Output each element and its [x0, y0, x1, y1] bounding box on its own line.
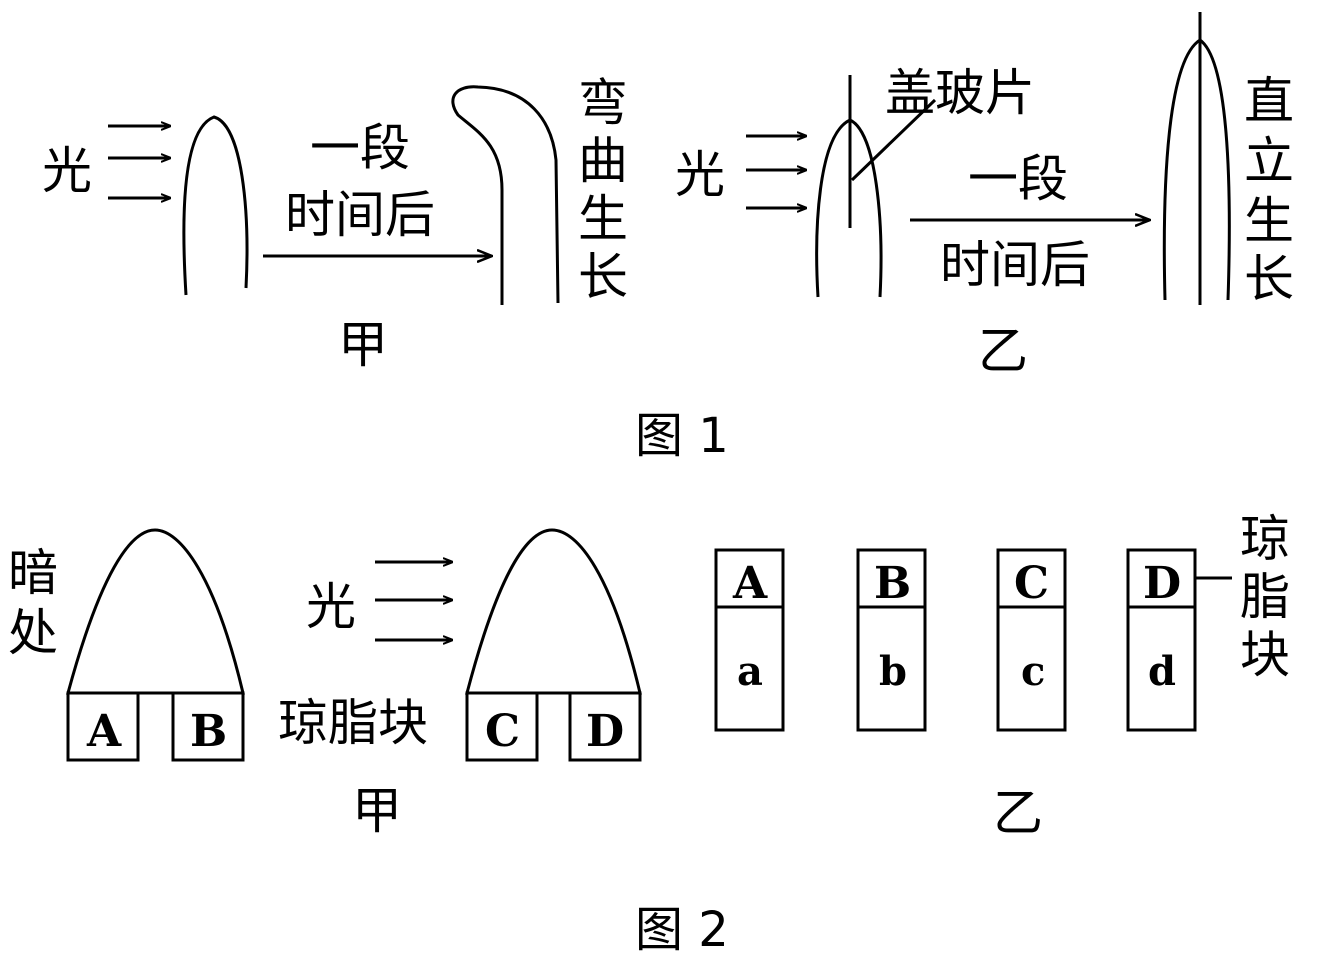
- fig1-yi-light-arrows: [746, 136, 806, 208]
- fig2-jia-block-c-label: C: [485, 706, 520, 757]
- fig1-caption: 图 1: [635, 408, 729, 464]
- fig2-jia-block-b: [171, 691, 245, 762]
- fig2-jia-block-b-label: B: [190, 706, 227, 757]
- fig2-jia-agar-label: 琼脂块: [278, 694, 428, 752]
- fig2-jia-dark-label-1: 暗: [8, 544, 58, 602]
- fig2-yi-top-a: A: [732, 558, 768, 609]
- fig2-yi-top-c: C: [1014, 558, 1049, 609]
- fig1-yi-result-2: 立: [1244, 132, 1294, 190]
- fig2-jia-block-a: [66, 691, 140, 762]
- fig1-jia-result-1: 弯: [578, 74, 628, 132]
- fig1-yi-arrow-bottom: 时间后: [940, 236, 1090, 294]
- fig1-yi-straight-coleoptile: [1162, 38, 1231, 301]
- fig1-jia-result-2: 曲: [578, 132, 628, 190]
- fig2-yi-bottom-a: a: [737, 648, 763, 695]
- fig1-yi-light-label: 光: [675, 146, 725, 204]
- fig1-jia-arrow-top: 一段: [310, 119, 410, 177]
- fig1-jia-result-3: 生: [578, 190, 628, 248]
- fig1-jia-bent-coleoptile: [451, 85, 560, 305]
- fig2-yi-bottom-b: b: [879, 648, 907, 695]
- fig2-jia-block-d: [568, 691, 642, 762]
- fig1-yi-label: 乙: [978, 322, 1028, 380]
- fig2-yi-top-d: D: [1143, 558, 1181, 609]
- fig2-jia-dark-label-2: 处: [8, 604, 58, 662]
- fig2-jia-block-a-label: A: [86, 706, 122, 757]
- fig1-yi-result-4: 长: [1244, 250, 1294, 308]
- fig2-yi-agar-label-3: 块: [1240, 626, 1290, 684]
- fig2-yi-column-b: B b: [856, 548, 927, 732]
- fig1-yi-result-1: 直: [1244, 72, 1294, 130]
- fig2-jia-dark-tip: [66, 528, 245, 695]
- fig2-jia-label: 甲: [352, 782, 402, 840]
- fig2-jia-light-arrows: [375, 562, 452, 640]
- fig2-jia-block-d-label: D: [586, 706, 624, 757]
- fig1-yi-arrow-top: 一段: [968, 150, 1068, 208]
- fig1-jia-light-arrows: [108, 126, 170, 198]
- fig2-caption: 图 2: [635, 902, 729, 958]
- fig1-jia-light-label: 光: [42, 142, 92, 200]
- fig2-yi-column-d: D d: [1126, 548, 1197, 732]
- fig1-yi-cover-label: 盖玻片: [885, 64, 1035, 122]
- fig2-jia: 暗 处 A B 光 琼脂块 C D 甲: [8, 528, 642, 840]
- fig2-jia-lit-tip: [465, 528, 642, 695]
- fig2-yi-label: 乙: [993, 784, 1043, 842]
- fig1-jia-arrow-bottom: 时间后: [285, 186, 435, 244]
- fig1-yi: 光 盖玻片 一段 时间后 直 立 生 长 乙: [675, 12, 1294, 380]
- fig2-jia-light-label: 光: [306, 578, 356, 636]
- fig2-yi-bottom-d: d: [1148, 648, 1176, 695]
- fig1-jia: 光 一段 时间后 弯 曲 生 长 甲: [42, 74, 628, 374]
- fig1-jia-result-4: 长: [578, 248, 628, 306]
- fig2-yi-column-a: A a: [714, 548, 785, 732]
- fig2-yi-agar-label-1: 琼: [1240, 510, 1290, 568]
- fig1-yi-cover-pointer: [850, 98, 937, 182]
- fig1-jia-label: 甲: [338, 316, 388, 374]
- fig2-jia-block-c: [465, 691, 539, 762]
- fig2-yi: A a B b C c D d 琼 脂 块 乙: [714, 510, 1290, 842]
- fig2-yi-bottom-c: c: [1021, 648, 1045, 695]
- fig2-yi-column-c: C c: [996, 548, 1067, 732]
- fig1-jia-coleoptile: [182, 115, 249, 296]
- fig2-yi-agar-label-2: 脂: [1240, 568, 1290, 626]
- fig1-yi-result-3: 生: [1244, 192, 1294, 250]
- fig2-yi-top-b: B: [874, 558, 911, 609]
